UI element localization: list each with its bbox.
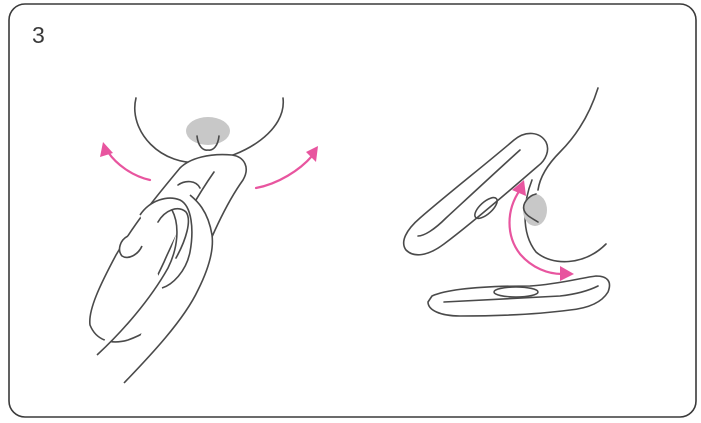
arrowhead-bottom-right — [560, 266, 574, 281]
nipple-area-right — [523, 194, 547, 226]
panel-frame — [9, 4, 696, 417]
pump-lower-right — [428, 276, 610, 316]
pump-upper-right — [404, 133, 548, 254]
body-profile-right — [538, 88, 598, 190]
arrow-up-right — [256, 156, 312, 188]
arrow-up-left — [108, 152, 150, 180]
step-number: 3 — [32, 24, 45, 47]
nipple-area-left — [186, 117, 230, 145]
right-figure — [404, 88, 610, 316]
left-figure — [90, 98, 318, 383]
